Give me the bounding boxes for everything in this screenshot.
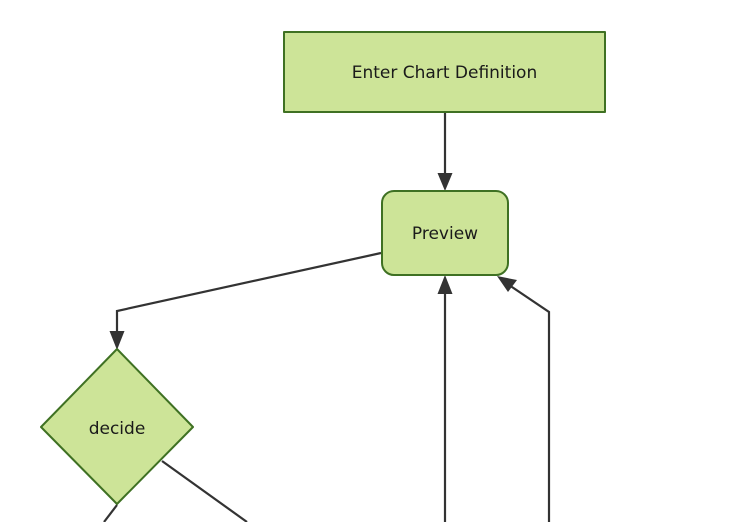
node-decide[interactable]: decide [40, 348, 194, 505]
node-preview-label: Preview [412, 224, 478, 244]
edge-enter-to-preview [437, 113, 453, 191]
edge-return-right-to-preview-line [505, 282, 551, 522]
node-enter-chart-definition-shape[interactable] [283, 31, 606, 113]
edge-decide-bottom-branch [103, 504, 118, 522]
node-enter-chart-definition[interactable]: Enter Chart Definition [283, 31, 606, 113]
edge-decide-right-branch-line [161, 460, 248, 522]
node-preview-shape[interactable] [381, 190, 509, 276]
edge-enter-to-preview-arrowhead [437, 173, 453, 191]
node-preview[interactable]: Preview [381, 190, 509, 276]
edge-return-center-to-preview [437, 275, 453, 522]
edge-return-right-to-preview-arrowhead [497, 276, 517, 292]
edge-preview-to-decide [109, 251, 382, 350]
edge-return-right-to-preview [497, 276, 551, 522]
edge-layer [103, 113, 551, 522]
edge-decide-bottom-branch-line [103, 504, 118, 522]
edge-decide-right-branch [161, 460, 248, 522]
node-decide-label: decide [89, 419, 146, 439]
node-decide-shape[interactable] [40, 348, 194, 505]
edge-preview-to-decide-arrowhead [109, 331, 125, 350]
node-layer: Enter Chart Definition Preview decide [40, 31, 606, 505]
edge-preview-to-decide-line [115, 251, 382, 339]
node-enter-chart-definition-label: Enter Chart Definition [352, 63, 537, 83]
edge-return-center-to-preview-arrowhead [437, 275, 453, 294]
